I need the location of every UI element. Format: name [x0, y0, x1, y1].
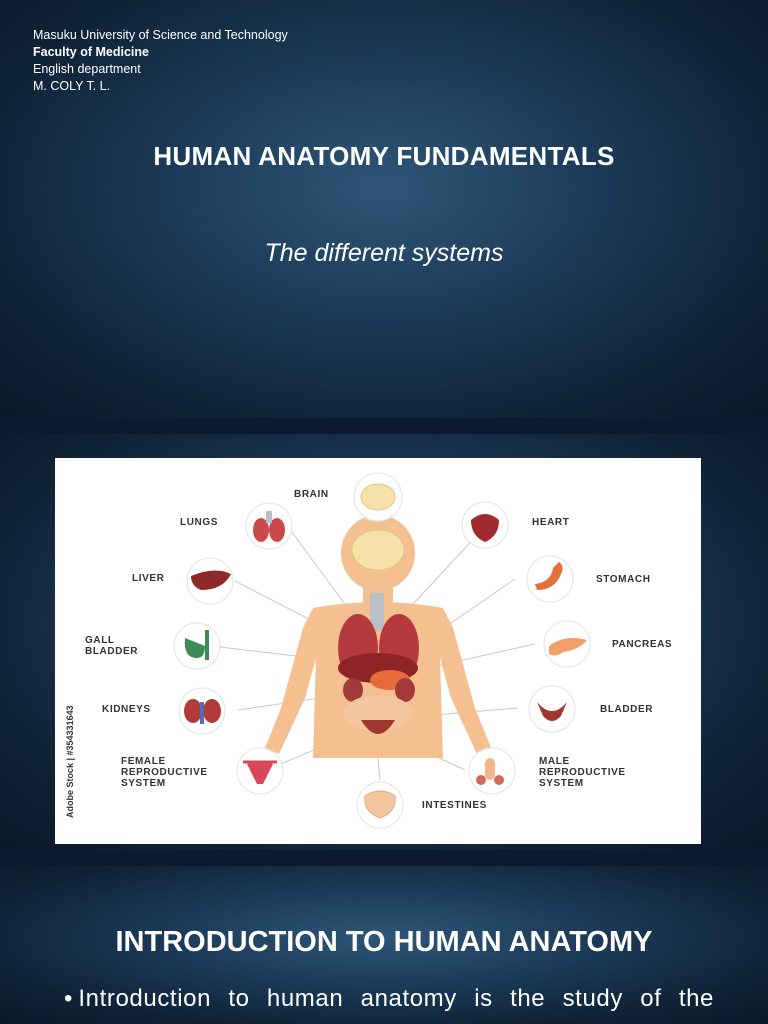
slide-title: HUMAN ANATOMY FUNDAMENTALS	[153, 141, 615, 171]
label-liver: LIVER	[132, 573, 165, 584]
label-bladder: BLADDER	[600, 704, 653, 715]
body-organs	[338, 529, 419, 734]
label-heart: HEART	[532, 517, 569, 528]
bullet-icon: •	[64, 985, 73, 1012]
pancreas-icon	[549, 638, 587, 656]
slide-subtitle: The different systems	[264, 239, 504, 267]
gallbladder-icon	[184, 630, 209, 660]
label-female-reproductive: REPRODUCTIVE	[121, 767, 208, 778]
stomach-icon	[535, 562, 563, 590]
stock-watermark: Adobe Stock | #354331643	[65, 705, 75, 818]
bullet-text: Introduction to human anatomy is the stu…	[78, 985, 714, 1012]
intro-title: INTRODUCTION TO HUMAN ANATOMY	[115, 926, 653, 958]
kidneys-icon	[184, 699, 221, 724]
label-brain: BRAIN	[294, 489, 329, 500]
anatomy-slide: BRAIN LUNGS HEART LIVER STOMACH GALL BLA…	[0, 434, 768, 850]
slide-meta: Masuku University of Science and Technol…	[33, 27, 288, 95]
department-name: English department	[33, 62, 141, 76]
title-slide: Masuku University of Science and Technol…	[0, 0, 768, 418]
label-pancreas: PANCREAS	[612, 639, 672, 650]
liver-icon	[191, 570, 231, 590]
label-lungs: LUNGS	[180, 517, 218, 528]
author-name: M. COLY T. L.	[33, 79, 111, 93]
intestines-icon	[364, 790, 396, 819]
label-male-reproductive: REPRODUCTIVE	[539, 767, 626, 778]
anatomy-illustration: BRAIN LUNGS HEART LIVER STOMACH GALL BLA…	[55, 458, 701, 844]
male-reproductive-icon	[476, 758, 504, 785]
label-female: FEMALE	[121, 756, 166, 767]
label-intestines: INTESTINES	[422, 800, 487, 811]
label-gall-bladder: BLADDER	[85, 646, 138, 657]
label-kidneys: KIDNEYS	[102, 704, 151, 715]
bullet-item: • Introduction to human anatomy is the s…	[64, 985, 714, 1013]
female-reproductive-icon	[243, 760, 277, 784]
label-male: MALE	[539, 756, 570, 767]
brain-icon	[360, 483, 396, 511]
label-male-system: SYSTEM	[539, 778, 584, 789]
lungs-icon	[253, 511, 285, 542]
label-female-system: SYSTEM	[121, 778, 166, 789]
label-gall: GALL	[85, 635, 115, 646]
university-name: Masuku University of Science and Technol…	[33, 28, 288, 42]
faculty-name: Faculty of Medicine	[33, 45, 149, 59]
bladder-icon	[537, 702, 567, 721]
heart-icon	[471, 514, 499, 542]
label-stomach: STOMACH	[596, 574, 651, 585]
intro-slide: INTRODUCTION TO HUMAN ANATOMY • Introduc…	[0, 866, 768, 1024]
